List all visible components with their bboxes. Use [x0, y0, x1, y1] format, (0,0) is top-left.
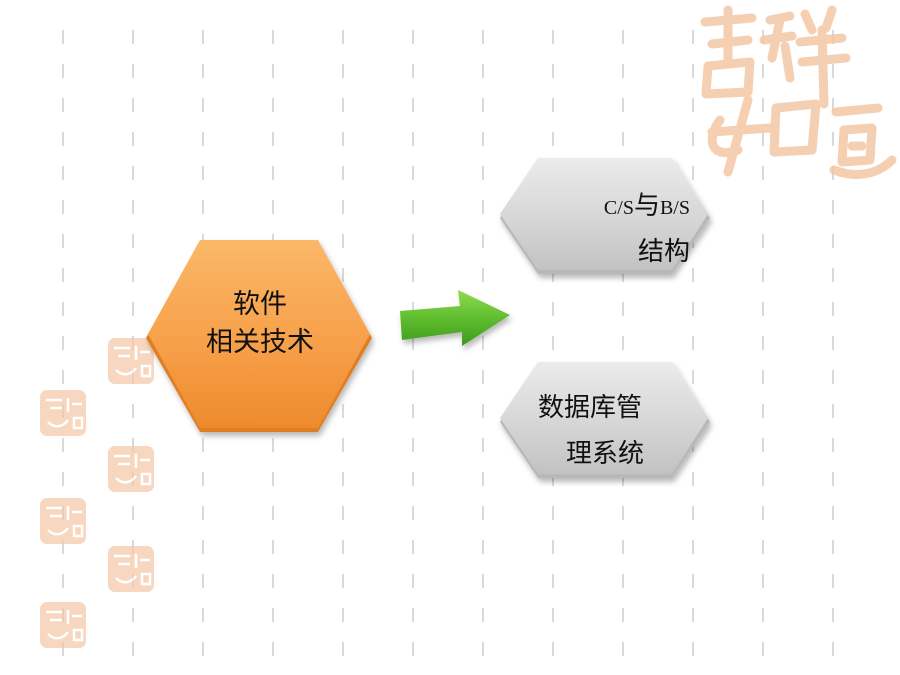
large-calligraphy-seal-icon [700, 5, 897, 180]
seal-stamp-icon [108, 546, 154, 592]
top-branch-bs: B/S [659, 197, 690, 219]
bottom-branch-label: 数据库管 理系统 [505, 385, 675, 477]
seal-stamp-icon [108, 446, 154, 492]
seal-stamp-icon [40, 498, 86, 544]
arrow-right-icon [400, 290, 510, 346]
bottom-branch-line2: 理系统 [565, 439, 644, 469]
center-node-line2: 相关技术 [206, 327, 314, 358]
seal-stamp-icon [40, 602, 86, 648]
top-branch-hexagon [500, 158, 710, 274]
top-branch-and: 与 [633, 191, 660, 221]
top-branch-cs: C/S [603, 197, 634, 219]
bottom-branch-line1: 数据库管 [537, 393, 642, 423]
seal-stamp-icon [108, 338, 154, 384]
center-hexagon [146, 240, 372, 432]
top-branch-line2: 结构 [637, 237, 690, 267]
top-branch-label: C/S与B/S 结构 [540, 184, 690, 274]
small-seal-stamps [40, 338, 154, 648]
background-grid [62, 30, 834, 675]
bottom-branch-hexagon [500, 362, 710, 478]
seal-stamp-icon [40, 390, 86, 436]
top-branch-line1: C/S与B/S [540, 184, 690, 230]
center-node-label: 软件 相关技术 [150, 286, 370, 362]
center-node-line1: 软件 [233, 289, 287, 320]
